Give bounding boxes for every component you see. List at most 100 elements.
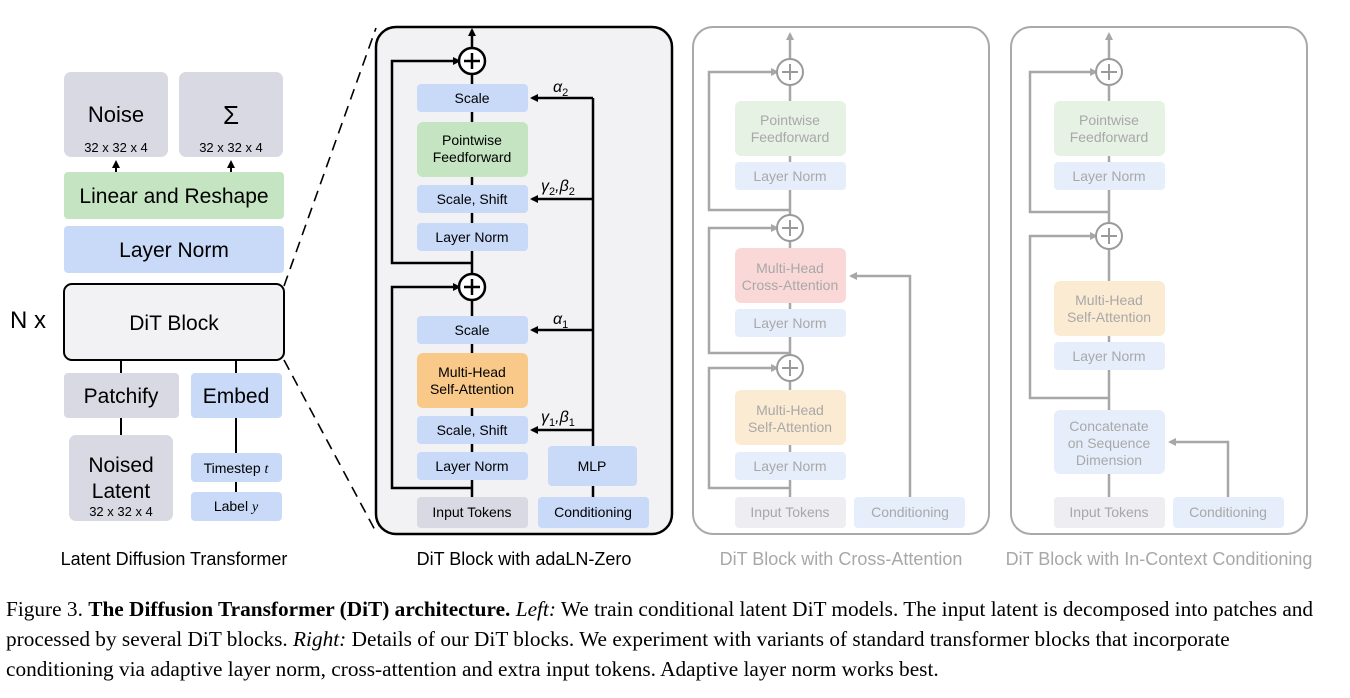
dit-block-box bbox=[63, 283, 285, 361]
residual-add-bottom-icon bbox=[457, 272, 487, 302]
alpha1-label: α1 bbox=[553, 311, 568, 331]
incontext-input-tokens-box bbox=[1054, 497, 1165, 528]
adaln-mlp-box bbox=[548, 446, 637, 486]
adaln-conditioning-box bbox=[538, 497, 649, 528]
adaln-mlp-label: MLP bbox=[578, 458, 607, 474]
cross-attention-box bbox=[735, 248, 846, 303]
adaln-ff-line2: Feedforward bbox=[433, 149, 512, 165]
repeat-label: N x bbox=[10, 307, 46, 334]
latent-diffusion-transformer: Noise 32 x 32 x 4 Σ 32 x 32 x 4 Linear a… bbox=[10, 27, 377, 569]
embed-label: Embed bbox=[203, 385, 270, 408]
cross-attn-line1: Multi-Head bbox=[756, 260, 824, 276]
cross-conditioning-label: Conditioning bbox=[871, 504, 949, 520]
adaln-input-tokens-box bbox=[417, 497, 528, 528]
zoom-line-top bbox=[283, 27, 377, 287]
patchify-box bbox=[64, 373, 179, 418]
timestep-label: Timestep t bbox=[204, 460, 270, 477]
incontext-layer-norm-1-box bbox=[1054, 162, 1165, 190]
caption-left-label: Left: bbox=[515, 597, 556, 621]
linear-reshape-label: Linear and Reshape bbox=[79, 185, 268, 208]
adaln-scale-shift-top-label: Scale, Shift bbox=[437, 191, 508, 207]
sigma-output-box bbox=[179, 72, 283, 157]
incontext-add-top-icon bbox=[1095, 58, 1123, 86]
incontext-concat-line2: on Sequence bbox=[1068, 435, 1151, 451]
adaln-layer-norm-bottom-box bbox=[417, 452, 528, 480]
adaln-scale-shift-bottom-box bbox=[417, 416, 528, 444]
adaln-attn-line2: Self-Attention bbox=[430, 381, 514, 397]
cross-self-line1: Multi-Head bbox=[756, 402, 824, 418]
cross-input-tokens-label: Input Tokens bbox=[750, 504, 829, 520]
dit-block-label: DiT Block bbox=[129, 312, 219, 335]
layer-norm-box bbox=[64, 226, 284, 273]
incontext-attn-line2: Self-Attention bbox=[1067, 309, 1151, 325]
caption-left-text: We train conditional latent DiT models. … bbox=[6, 597, 1314, 651]
caption-prefix: Figure 3. bbox=[6, 597, 89, 621]
incontext-input-tokens-label: Input Tokens bbox=[1069, 504, 1148, 520]
adaln-scale-bottom-box bbox=[417, 316, 528, 344]
left-panel-title: Latent Diffusion Transformer bbox=[61, 549, 288, 569]
incontext-layer-norm-1-label: Layer Norm bbox=[1072, 168, 1145, 184]
adaln-attn-line1: Multi-Head bbox=[438, 364, 506, 380]
cross-input-tokens-box bbox=[735, 497, 846, 528]
sigma-dims: 32 x 32 x 4 bbox=[199, 140, 263, 155]
caption-right-text: Details of our DiT blocks. We experiment… bbox=[6, 627, 1230, 681]
incontext-panel-title: DiT Block with In-Context Conditioning bbox=[1006, 549, 1313, 569]
cross-add-mid-icon bbox=[776, 214, 804, 242]
adaln-conditioning-label: Conditioning bbox=[554, 504, 632, 520]
cross-layer-norm-1-label: Layer Norm bbox=[753, 168, 826, 184]
cross-self-line2: Self-Attention bbox=[748, 419, 832, 435]
adaln-layer-norm-top-label: Layer Norm bbox=[435, 229, 508, 245]
sigma-label: Σ bbox=[223, 100, 239, 130]
in-context-panel: Pointwise Feedforward Layer Norm Multi-H… bbox=[1006, 26, 1313, 569]
linear-reshape-box bbox=[64, 172, 284, 219]
label-label: Label y bbox=[214, 498, 259, 515]
zoom-line-bottom bbox=[283, 359, 377, 533]
cross-ff-line1: Pointwise bbox=[760, 112, 820, 128]
figure-caption: Figure 3. The Diffusion Transformer (DiT… bbox=[6, 594, 1342, 684]
cross-attn-line2: Cross-Attention bbox=[742, 277, 838, 293]
gamma2-beta2-label: γ2,β2 bbox=[541, 178, 575, 198]
cross-layer-norm-2-box bbox=[735, 309, 846, 337]
adaln-scale-top-label: Scale bbox=[454, 90, 489, 106]
cross-add-top-icon bbox=[776, 58, 804, 86]
adaln-input-tokens-label: Input Tokens bbox=[432, 504, 511, 520]
patchify-label: Patchify bbox=[84, 385, 159, 408]
caption-bold-title: The Diffusion Transformer (DiT) architec… bbox=[88, 597, 511, 621]
latent-dims: 32 x 32 x 4 bbox=[89, 504, 153, 519]
adaln-feedforward-box bbox=[417, 122, 528, 177]
incontext-conditioning-label: Conditioning bbox=[1189, 504, 1267, 520]
residual-add-top-icon bbox=[457, 46, 487, 76]
incontext-conditioning-box bbox=[1173, 497, 1284, 528]
cross-attention-panel: Pointwise Feedforward Layer Norm Multi-H… bbox=[692, 26, 990, 569]
timestep-box bbox=[191, 453, 282, 482]
cross-feedforward-box bbox=[735, 101, 846, 156]
incontext-feedforward-box bbox=[1054, 101, 1165, 156]
label-box bbox=[191, 492, 282, 521]
alpha2-label: α2 bbox=[553, 79, 568, 99]
adaln-scale-shift-top-box bbox=[417, 185, 528, 213]
cross-conditioning-box bbox=[854, 497, 965, 528]
incontext-layer-norm-2-label: Layer Norm bbox=[1072, 348, 1145, 364]
cross-panel-title: DiT Block with Cross-Attention bbox=[720, 549, 963, 569]
adaln-panel-title: DiT Block with adaLN-Zero bbox=[417, 549, 632, 569]
caption-right-label: Right: bbox=[293, 627, 347, 651]
noise-label: Noise bbox=[88, 102, 144, 127]
embed-box bbox=[191, 373, 282, 418]
adaln-layer-norm-bottom-label: Layer Norm bbox=[435, 458, 508, 474]
cross-ff-line2: Feedforward bbox=[751, 129, 830, 145]
cross-layer-norm-3-box bbox=[735, 452, 846, 480]
adaln-ff-line1: Pointwise bbox=[442, 132, 502, 148]
incontext-layer-norm-2-box bbox=[1054, 342, 1165, 370]
adaln-self-attention-box bbox=[417, 353, 528, 408]
adaln-scale-shift-bottom-label: Scale, Shift bbox=[437, 422, 508, 438]
incontext-concatenate-box bbox=[1054, 410, 1165, 474]
latent-label: Latent bbox=[92, 480, 151, 503]
layer-norm-label: Layer Norm bbox=[119, 239, 229, 262]
incontext-concat-line3: Dimension bbox=[1076, 452, 1142, 468]
cross-add-bottom-icon bbox=[776, 354, 804, 382]
incontext-attn-line1: Multi-Head bbox=[1075, 292, 1143, 308]
adaln-scale-bottom-label: Scale bbox=[454, 322, 489, 338]
adaln-zero-panel: Scale Pointwise Feedforward Scale, Shift… bbox=[374, 25, 674, 569]
incontext-self-attention-box bbox=[1054, 281, 1165, 336]
noised-label: Noised bbox=[88, 454, 153, 477]
